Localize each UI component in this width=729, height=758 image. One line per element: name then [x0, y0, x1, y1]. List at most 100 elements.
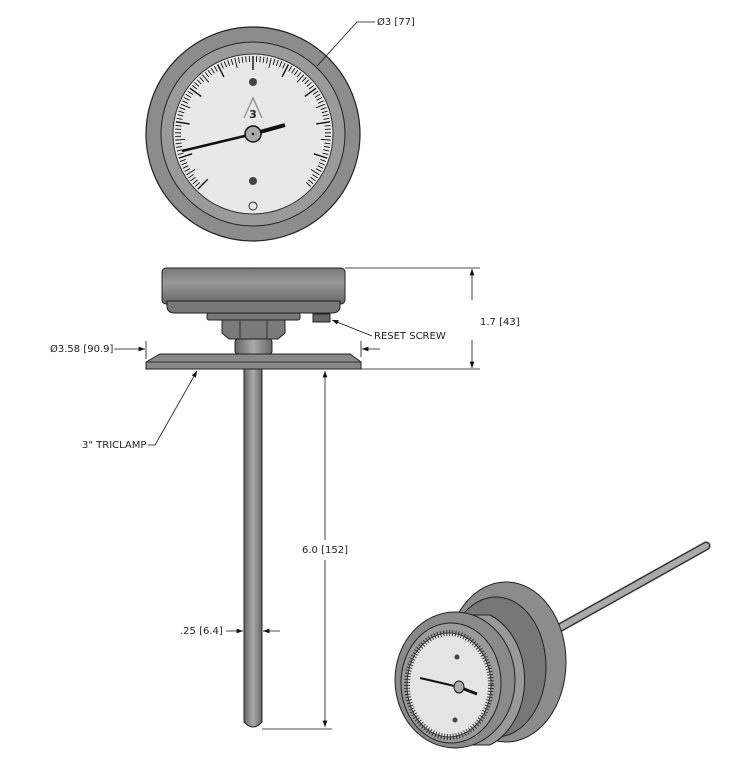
dial-tick: [320, 138, 331, 141]
dial-tick: [178, 110, 185, 114]
dial-tick: [180, 103, 191, 109]
top-view-dial: 3: [145, 26, 361, 242]
dial-tick: [187, 90, 194, 95]
dial-tick: [202, 74, 210, 83]
reset-screw-label: RESET SCREW: [374, 331, 446, 342]
dial-tick: [181, 162, 188, 166]
dial-tick: [182, 100, 189, 104]
stem-length-label: 6.0 [152]: [302, 545, 348, 556]
dial-tick: [189, 87, 202, 97]
dial-tick: [322, 114, 329, 117]
dial-tick: [291, 67, 296, 74]
dial-tick: [234, 58, 238, 68]
dial-tick: [176, 117, 183, 120]
dial-tick: [324, 124, 331, 127]
dial-tick: [314, 93, 321, 98]
dial-tick: [312, 90, 319, 95]
stem-diameter-label: .25 [6.4]: [180, 626, 223, 637]
dial-tick: [316, 121, 331, 125]
dial-tick: [177, 114, 184, 117]
dial-tick: [204, 72, 210, 78]
dial-diameter-label: Ø3 [77]: [377, 16, 415, 28]
logo-icon: [243, 96, 263, 119]
dial-tick: [241, 56, 244, 63]
dial-tick: [315, 168, 322, 172]
stem: [243, 368, 263, 728]
dial-tick: [323, 149, 330, 152]
dial-tick: [317, 165, 324, 169]
dial-tick: [178, 153, 193, 159]
dial-tick: [192, 179, 198, 185]
dial-tick: [281, 64, 290, 78]
dial-tick: [183, 97, 190, 101]
dial-tick: [186, 169, 196, 176]
dial-tick: [207, 69, 212, 76]
dial-tick: [237, 57, 240, 64]
dial-tick: [323, 145, 330, 148]
dial-tick: [259, 56, 261, 63]
dial-tick: [294, 69, 299, 76]
reset-screw: [312, 313, 331, 323]
isometric-view: [394, 541, 711, 749]
dial-tick: [179, 159, 186, 162]
dial-tick: [308, 84, 315, 90]
dial-tick: [195, 182, 201, 187]
dial-tick: [179, 107, 186, 111]
dial-tick: [318, 162, 325, 166]
dial-tick: [191, 84, 198, 90]
dial-tick: [275, 60, 279, 67]
dial-tick: [230, 58, 234, 65]
dial-tick: [279, 61, 283, 68]
dial-tick: [197, 178, 209, 190]
dial-tick: [310, 169, 320, 176]
triclamp-label: 3" TRICLAMP: [82, 440, 146, 451]
dial-tick: [316, 97, 323, 101]
dial-tick: [213, 66, 218, 72]
dial-tick: [190, 176, 196, 182]
dial-tick: [308, 179, 314, 185]
dial-tick: [312, 174, 318, 179]
dial-tick: [324, 142, 331, 145]
dial-tick: [315, 103, 326, 109]
dial-tick: [223, 61, 227, 68]
dial-tick: [304, 79, 310, 85]
dial-tick: [176, 145, 183, 148]
dial-tick: [268, 58, 272, 68]
dial-tick: [296, 72, 302, 78]
dial-tick: [296, 74, 304, 83]
dial-tick: [245, 56, 247, 63]
side-view: [145, 267, 362, 728]
dial-tick: [320, 107, 327, 111]
dial-tick: [175, 138, 186, 141]
dial-tick: [220, 62, 224, 69]
dial-tick: [317, 100, 324, 104]
certification-mark-icon: [248, 201, 258, 211]
dial-tick: [304, 87, 317, 97]
height-label: 1.7 [43]: [480, 317, 520, 328]
dial-pointer: [181, 132, 254, 153]
dial-tick: [262, 56, 265, 63]
dial-tick: [175, 124, 182, 127]
dial-tick: [266, 57, 269, 64]
dial-tick: [321, 110, 328, 114]
dial-tick: [272, 58, 276, 65]
screw-icon: [249, 177, 257, 185]
dial-tick: [320, 159, 327, 162]
dial-tick: [313, 153, 328, 159]
dial-tick: [196, 79, 202, 85]
dial-tick: [323, 117, 330, 120]
dial-tick: [188, 174, 194, 179]
dial-tick: [288, 66, 293, 72]
dial-tick: [282, 62, 286, 69]
dial-tick: [184, 168, 191, 172]
dial-tick: [305, 182, 311, 187]
dial-tick: [175, 142, 182, 145]
dial-logo-number: 3: [249, 108, 257, 121]
dial-tick: [322, 152, 329, 156]
dial-tick: [175, 121, 190, 125]
dial-tick: [194, 82, 200, 87]
flange-diameter-label: Ø3.58 [90.9]: [50, 343, 113, 355]
dial-tick: [216, 64, 225, 78]
hex-nut: [221, 319, 286, 340]
